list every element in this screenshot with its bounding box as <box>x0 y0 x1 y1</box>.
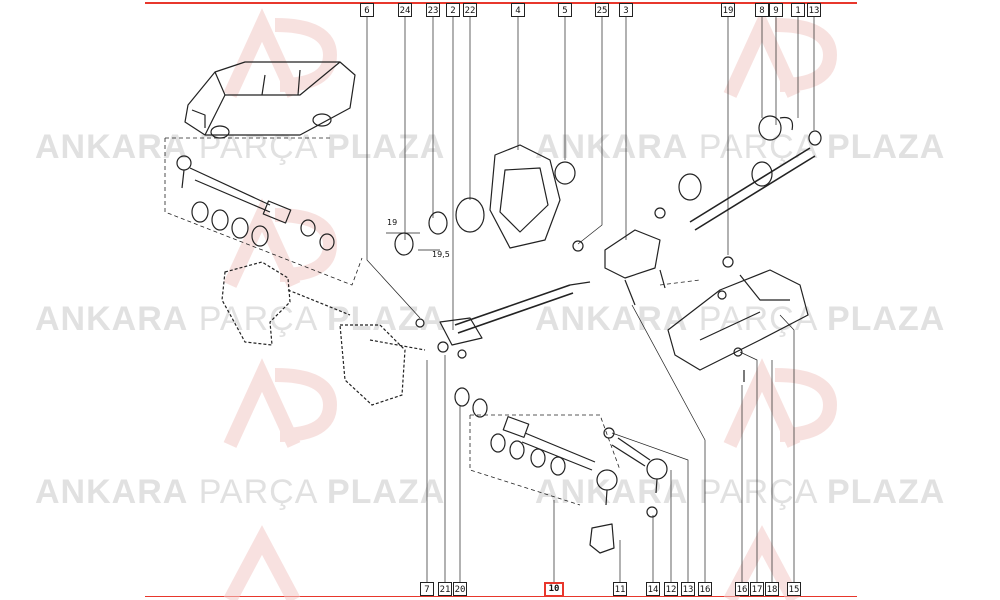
callout-top-13[interactable]: 1 <box>791 3 805 17</box>
top-border-line <box>145 2 857 4</box>
dimension-label-left: 19 <box>387 218 398 227</box>
callout-bottom-5[interactable]: 11 <box>613 582 627 596</box>
vehicle-illustration <box>184 61 356 139</box>
callout-top-9[interactable]: 3 <box>619 3 633 17</box>
callout-top-8[interactable]: 25 <box>595 3 609 17</box>
callout-bottom-12[interactable]: 18 <box>765 582 779 596</box>
callout-top-12[interactable]: 9 <box>769 3 783 17</box>
callout-top-10[interactable]: 19 <box>721 3 735 17</box>
callout-top-14[interactable]: 13 <box>807 3 821 17</box>
callout-bottom-1[interactable]: 7 <box>420 582 434 596</box>
callout-bottom-10[interactable]: 16 <box>735 582 749 596</box>
callout-top-1[interactable]: 6 <box>360 3 374 17</box>
bottom-border-line <box>145 596 857 597</box>
callout-bottom-7[interactable]: 12 <box>664 582 678 596</box>
callout-bottom-13[interactable]: 15 <box>787 582 801 596</box>
callout-bottom-highlighted[interactable]: 10 <box>544 582 564 597</box>
callout-top-6[interactable]: 4 <box>511 3 525 17</box>
callout-bottom-11[interactable]: 17 <box>750 582 764 596</box>
callout-top-4[interactable]: 2 <box>446 3 460 17</box>
callout-top-7[interactable]: 5 <box>558 3 572 17</box>
dimension-label-right: 19,5 <box>432 250 450 259</box>
callout-top-2[interactable]: 24 <box>398 3 412 17</box>
callout-bottom-6[interactable]: 14 <box>646 582 660 596</box>
callout-bottom-2[interactable]: 21 <box>438 582 452 596</box>
callout-top-11[interactable]: 8 <box>755 3 769 17</box>
callout-top-5[interactable]: 22 <box>463 3 477 17</box>
callout-bottom-3[interactable]: 20 <box>453 582 467 596</box>
callout-bottom-9[interactable]: 16 <box>698 582 712 596</box>
callout-bottom-8[interactable]: 13 <box>681 582 695 596</box>
callout-top-3[interactable]: 23 <box>426 3 440 17</box>
